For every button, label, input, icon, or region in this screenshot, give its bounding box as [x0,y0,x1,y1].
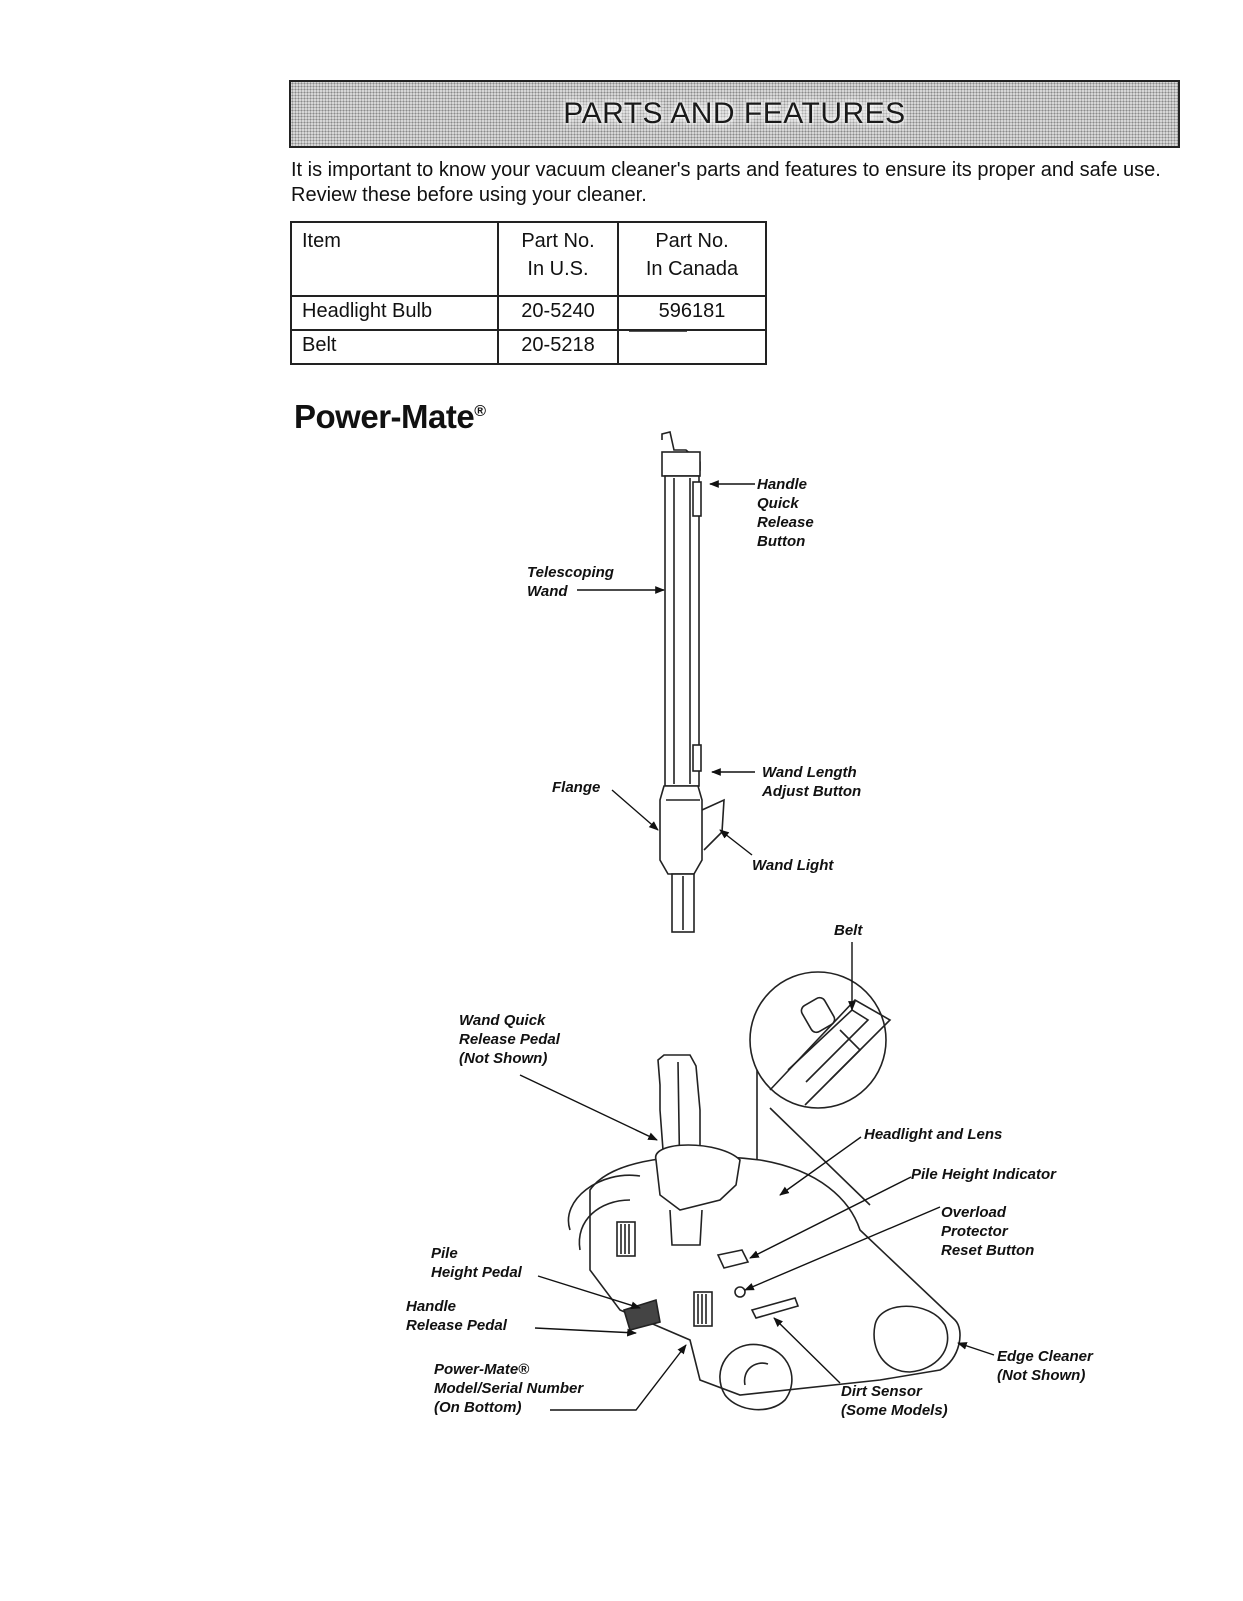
no-part-dash [629,331,687,332]
section-banner: PARTS AND FEATURES [289,80,1180,148]
table-row: Headlight Bulb 20-5240 596181 [290,295,767,331]
nozzle-illustration [567,1054,961,1411]
product-heading: Power-Mate® [294,398,486,435]
label-wand-light: Wand Light [752,857,834,874]
cell-item: Belt [290,329,499,365]
parts-table: Item Part No.In U.S. Part No.In Canada H… [290,221,767,365]
label-belt: Belt [834,922,863,939]
cell-part-us: 20-5218 [497,329,619,365]
intro-paragraph: It is important to know your vacuum clea… [291,159,1161,206]
label-edge-cleaner: Edge Cleaner(Not Shown) [997,1348,1093,1384]
cell-part-canada [617,329,767,365]
cell-item: Headlight Bulb [290,295,499,331]
table-row: Belt 20-5218 [290,329,767,365]
header-part-us: Part No.In U.S. [497,221,619,297]
label-headlight-lens: Headlight and Lens [864,1126,1003,1143]
label-dirt-sensor: Dirt Sensor(Some Models) [841,1383,948,1419]
header-item: Item [290,221,499,297]
cell-part-canada: 596181 [617,295,767,331]
wand-illustration [659,431,725,933]
header-part-canada: Part No.In Canada [617,221,767,297]
cell-part-us: 20-5240 [497,295,619,331]
label-model-serial: Power-Mate®Model/Serial Number(On Bottom… [434,1361,584,1416]
section-title: PARTS AND FEATURES [563,97,906,130]
callout-lines [519,480,995,1411]
label-flange: Flange [552,779,601,796]
table-header-row: Item Part No.In U.S. Part No.In Canada [290,221,767,297]
label-pile-height-indicator: Pile Height Indicator [911,1166,1057,1183]
